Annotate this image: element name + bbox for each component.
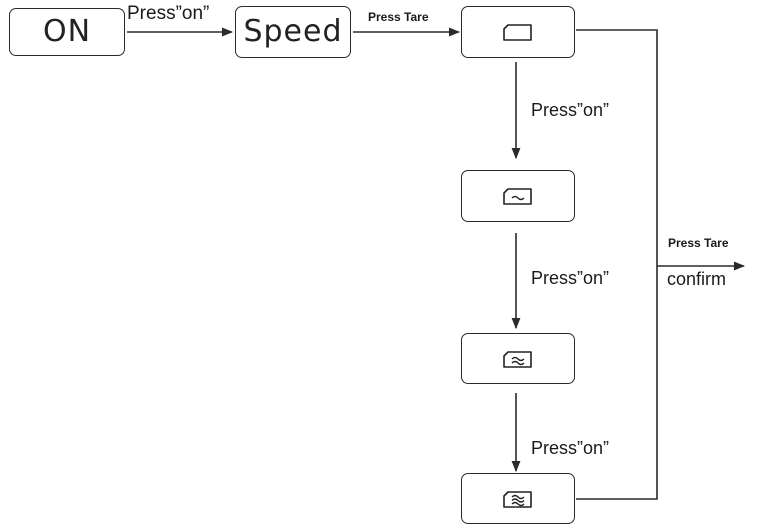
confirm-bracket-line xyxy=(576,29,658,500)
speed-mode-2-icon xyxy=(503,188,532,205)
on-display-text: ON xyxy=(42,14,92,49)
speed-mode-3-icon xyxy=(503,350,532,368)
label-press-tare-confirm: Press Tare xyxy=(668,236,729,250)
label-confirm: confirm xyxy=(667,269,727,289)
speed-mode-3-box xyxy=(461,333,575,384)
speed-mode-4-box xyxy=(461,473,575,524)
label-press-on-step-2: Press”on” xyxy=(531,268,610,288)
speed-display-text: Speed xyxy=(243,14,343,49)
label-press-on-top: Press”on” xyxy=(127,3,210,24)
speed-display-box: Speed xyxy=(235,6,351,58)
speed-mode-4-icon xyxy=(503,490,532,508)
speed-mode-2-box xyxy=(461,170,575,222)
speed-mode-1-box xyxy=(461,6,575,58)
speed-mode-1-icon xyxy=(503,24,532,41)
on-display-box: ON xyxy=(9,8,125,56)
label-press-tare-top: Press Tare xyxy=(368,10,429,24)
label-press-on-step-3: Press”on” xyxy=(531,438,610,458)
label-press-on-step-1: Press”on” xyxy=(531,100,610,120)
